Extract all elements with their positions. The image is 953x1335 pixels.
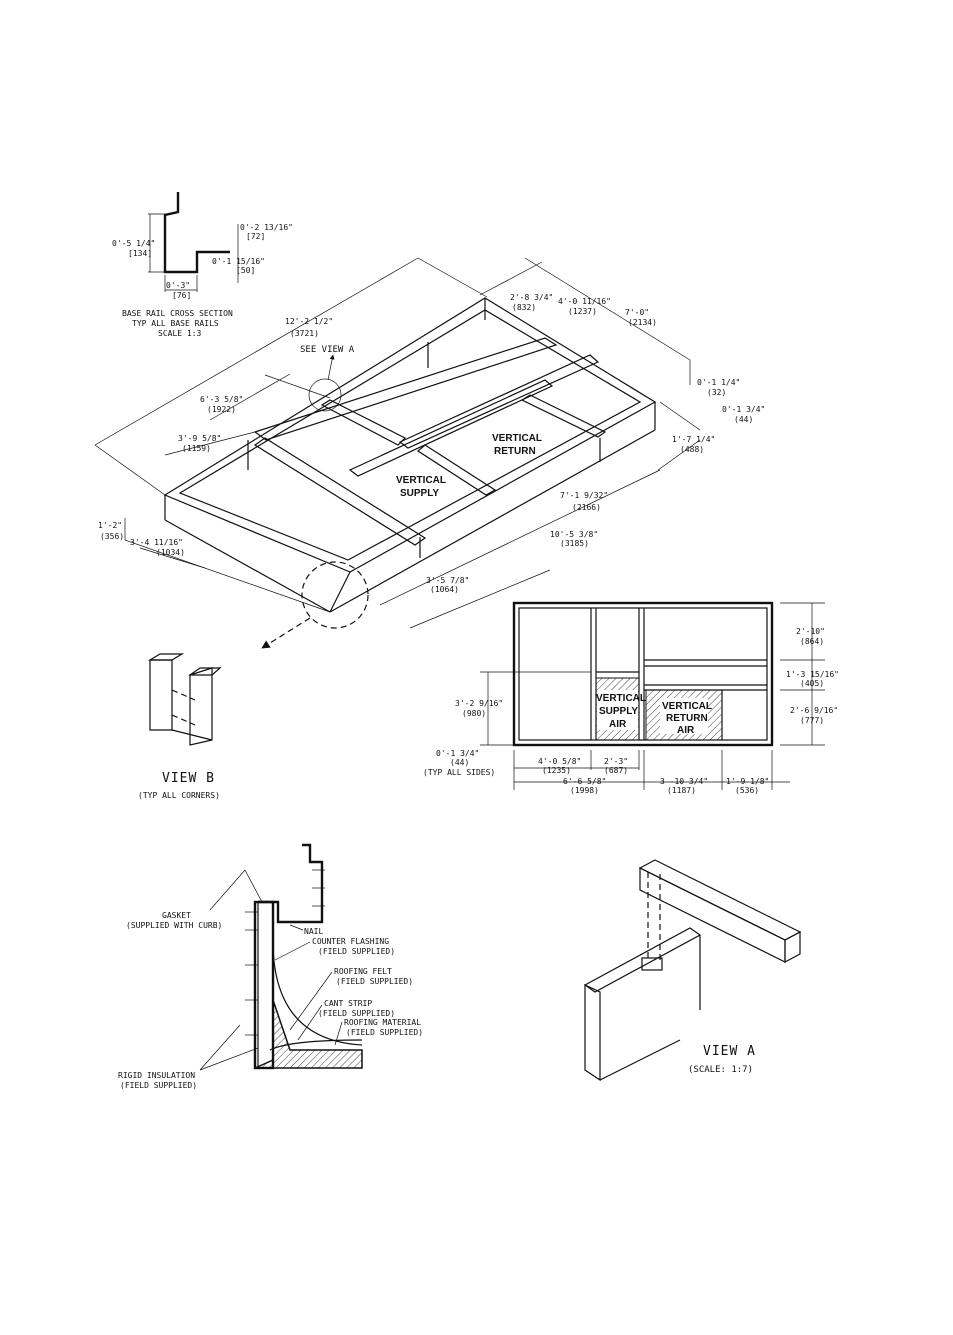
dim-7-1-mm: (2166) <box>572 503 601 512</box>
cant-strip-sub: (FIELD SUPPLIED) <box>318 1009 395 1018</box>
dim-3-9: 3'-9 5/8" <box>178 434 221 443</box>
dim-2-8: 2'-8 3/4" <box>510 293 553 302</box>
view-a-scale: (SCALE: 1:7) <box>688 1065 753 1075</box>
dim-height-mm: [134] <box>128 249 152 258</box>
dim-3-9-mm: (1159) <box>182 444 211 453</box>
dim-overall: 12'-2 1/2" <box>285 317 333 326</box>
roofing-material-sub: (FIELD SUPPLIED) <box>346 1028 423 1037</box>
cross-section-typ: TYP ALL BASE RAILS <box>132 319 219 328</box>
cant-strip-label: CANT STRIP <box>324 999 372 1008</box>
plan-dim-typ: (TYP ALL SIDES) <box>423 768 495 777</box>
plan-dim-1-3: 1'-3 15/16" <box>786 670 839 679</box>
dim-7-0: 7'-0" <box>625 308 649 317</box>
dim-1-2: 1'-2" <box>98 521 122 530</box>
plan-dim-2-10-mm: (864) <box>800 637 824 646</box>
plan-dim-3-10-mm: (1187) <box>667 786 696 795</box>
base-rail-cross-section: 0'-5 1/4" [134] 0'-2 13/16" [72] 0'-1 15… <box>112 192 293 338</box>
dim-top: 0'-2 13/16" <box>240 223 293 232</box>
view-b-subtitle: (TYP ALL CORNERS) <box>138 791 220 800</box>
see-view-a-label: SEE VIEW A <box>300 345 355 355</box>
plan-dim-4-0-mm: (1235) <box>542 766 571 775</box>
cross-section-title: BASE RAIL CROSS SECTION <box>122 309 233 318</box>
roofing-felt-label: ROOFING FELT <box>334 967 392 976</box>
dim-6-3: 6'-3 5/8" <box>200 395 243 404</box>
dim-height: 0'-5 1/4" <box>112 239 155 248</box>
dim-1-7: 1'-7 1/4" <box>672 435 715 444</box>
dim-4-0-mm: (1237) <box>568 307 597 316</box>
dim-4-0: 4'-0 11/16" <box>558 297 611 306</box>
rigid-insulation-sub: (FIELD SUPPLIED) <box>120 1081 197 1090</box>
dim-10-5-mm: (3185) <box>560 539 589 548</box>
plan-return-2: RETURN <box>666 713 708 724</box>
roofing-felt-sub: (FIELD SUPPLIED) <box>336 977 413 986</box>
plan-dim-1-9: 1'-9 1/8" <box>726 777 769 786</box>
dim-3-5: 3'-5 7/8" <box>426 576 469 585</box>
plan-dim-1-3-mm: (405) <box>800 679 824 688</box>
dim-2-8-mm: (832) <box>512 303 536 312</box>
dim-3-4-mm: (1034) <box>156 548 185 557</box>
plan-dim-2-3: 2'-3" <box>604 757 628 766</box>
plan-dim-3-2: 3'-2 9/16" <box>455 699 503 708</box>
plan-view: VERTICAL SUPPLY AIR VERTICAL RETURN AIR … <box>423 601 839 795</box>
nail-label: NAIL <box>304 927 323 936</box>
plan-dim-2-10: 2'-10" <box>796 627 825 636</box>
dim-top-mm: [72] <box>246 232 265 241</box>
iso-supply-label-2: SUPPLY <box>400 488 439 499</box>
flashing-detail: GASKET (SUPPLIED WITH CURB) NAIL COUNTER… <box>118 843 423 1090</box>
plan-return-3: AIR <box>677 725 695 736</box>
dim-overall-mm: (3721) <box>290 329 319 338</box>
view-b-detail: VIEW B (TYP ALL CORNERS) <box>138 653 222 800</box>
iso-supply-label-1: VERTICAL <box>396 475 446 486</box>
dim-3-4: 3'-4 11/16" <box>130 538 183 547</box>
isometric-curb: 12'-2 1/2" (3721) SEE VIEW A 6'-3 5/8" (… <box>94 257 765 649</box>
dim-0-1a-mm: (32) <box>707 388 726 397</box>
view-a-title: VIEW A <box>703 1044 756 1059</box>
plan-dim-2-6-mm: (777) <box>800 716 824 725</box>
view-a-detail: VIEW A (SCALE: 1:7) <box>583 859 802 1082</box>
dim-7-1: 7'-1 9/32" <box>560 491 608 500</box>
plan-supply-2: SUPPLY <box>599 706 638 717</box>
dim-flange: 0'-1 15/16" <box>212 257 265 266</box>
counter-flashing-sub: (FIELD SUPPLIED) <box>318 947 395 956</box>
plan-dim-1-9-mm: (536) <box>735 786 759 795</box>
plan-supply-3: AIR <box>609 719 627 730</box>
dim-3-5-mm: (1064) <box>430 585 459 594</box>
roofing-material-label: ROOFING MATERIAL <box>344 1018 421 1027</box>
plan-supply-1: VERTICAL <box>596 693 646 704</box>
dim-flange-mm: [50] <box>236 266 255 275</box>
fastener-ticks <box>245 869 325 1036</box>
dim-10-5: 10'-5 3/8" <box>550 530 598 539</box>
plan-dim-4-0: 4'-0 5/8" <box>538 757 581 766</box>
plan-return-1: VERTICAL <box>662 701 712 712</box>
rigid-insulation-label: RIGID INSULATION <box>118 1071 195 1080</box>
dim-1-2-mm: (356) <box>100 532 124 541</box>
plan-dim-2-6: 2'-6 9/16" <box>790 706 838 715</box>
gasket-label: GASKET <box>162 911 191 920</box>
plan-dim-3-10: 3 -10 3/4" <box>660 777 708 786</box>
cross-section-scale: SCALE 1:3 <box>158 329 202 338</box>
view-b-title: VIEW B <box>162 771 215 786</box>
counter-flashing-label: COUNTER FLASHING <box>312 937 389 946</box>
dim-6-3-mm: (1922) <box>207 405 236 414</box>
plan-dim-6-6-mm: (1998) <box>570 786 599 795</box>
dim-7-0-mm: (2134) <box>628 318 657 327</box>
dim-0-1b: 0'-1 3/4" <box>722 405 765 414</box>
iso-return-label-1: VERTICAL <box>492 433 542 444</box>
dim-0-1a: 0'-1 1/4" <box>697 378 740 387</box>
plan-dim-2-3-mm: (687) <box>604 766 628 775</box>
plan-dim-6-6: 6'-6 5/8" <box>563 777 606 786</box>
dim-base: 0'-3" <box>166 281 190 290</box>
dim-base-mm: [76] <box>172 291 191 300</box>
dim-1-7-mm: (488) <box>680 445 704 454</box>
gasket-sub: (SUPPLIED WITH CURB) <box>126 921 222 930</box>
plan-dim-0-1: 0'-1 3/4" <box>436 749 479 758</box>
dim-0-1b-mm: (44) <box>734 415 753 424</box>
plan-dim-0-1-mm: (44) <box>450 758 469 767</box>
plan-dim-3-2-mm: (980) <box>462 709 486 718</box>
iso-return-label-2: RETURN <box>494 446 536 457</box>
